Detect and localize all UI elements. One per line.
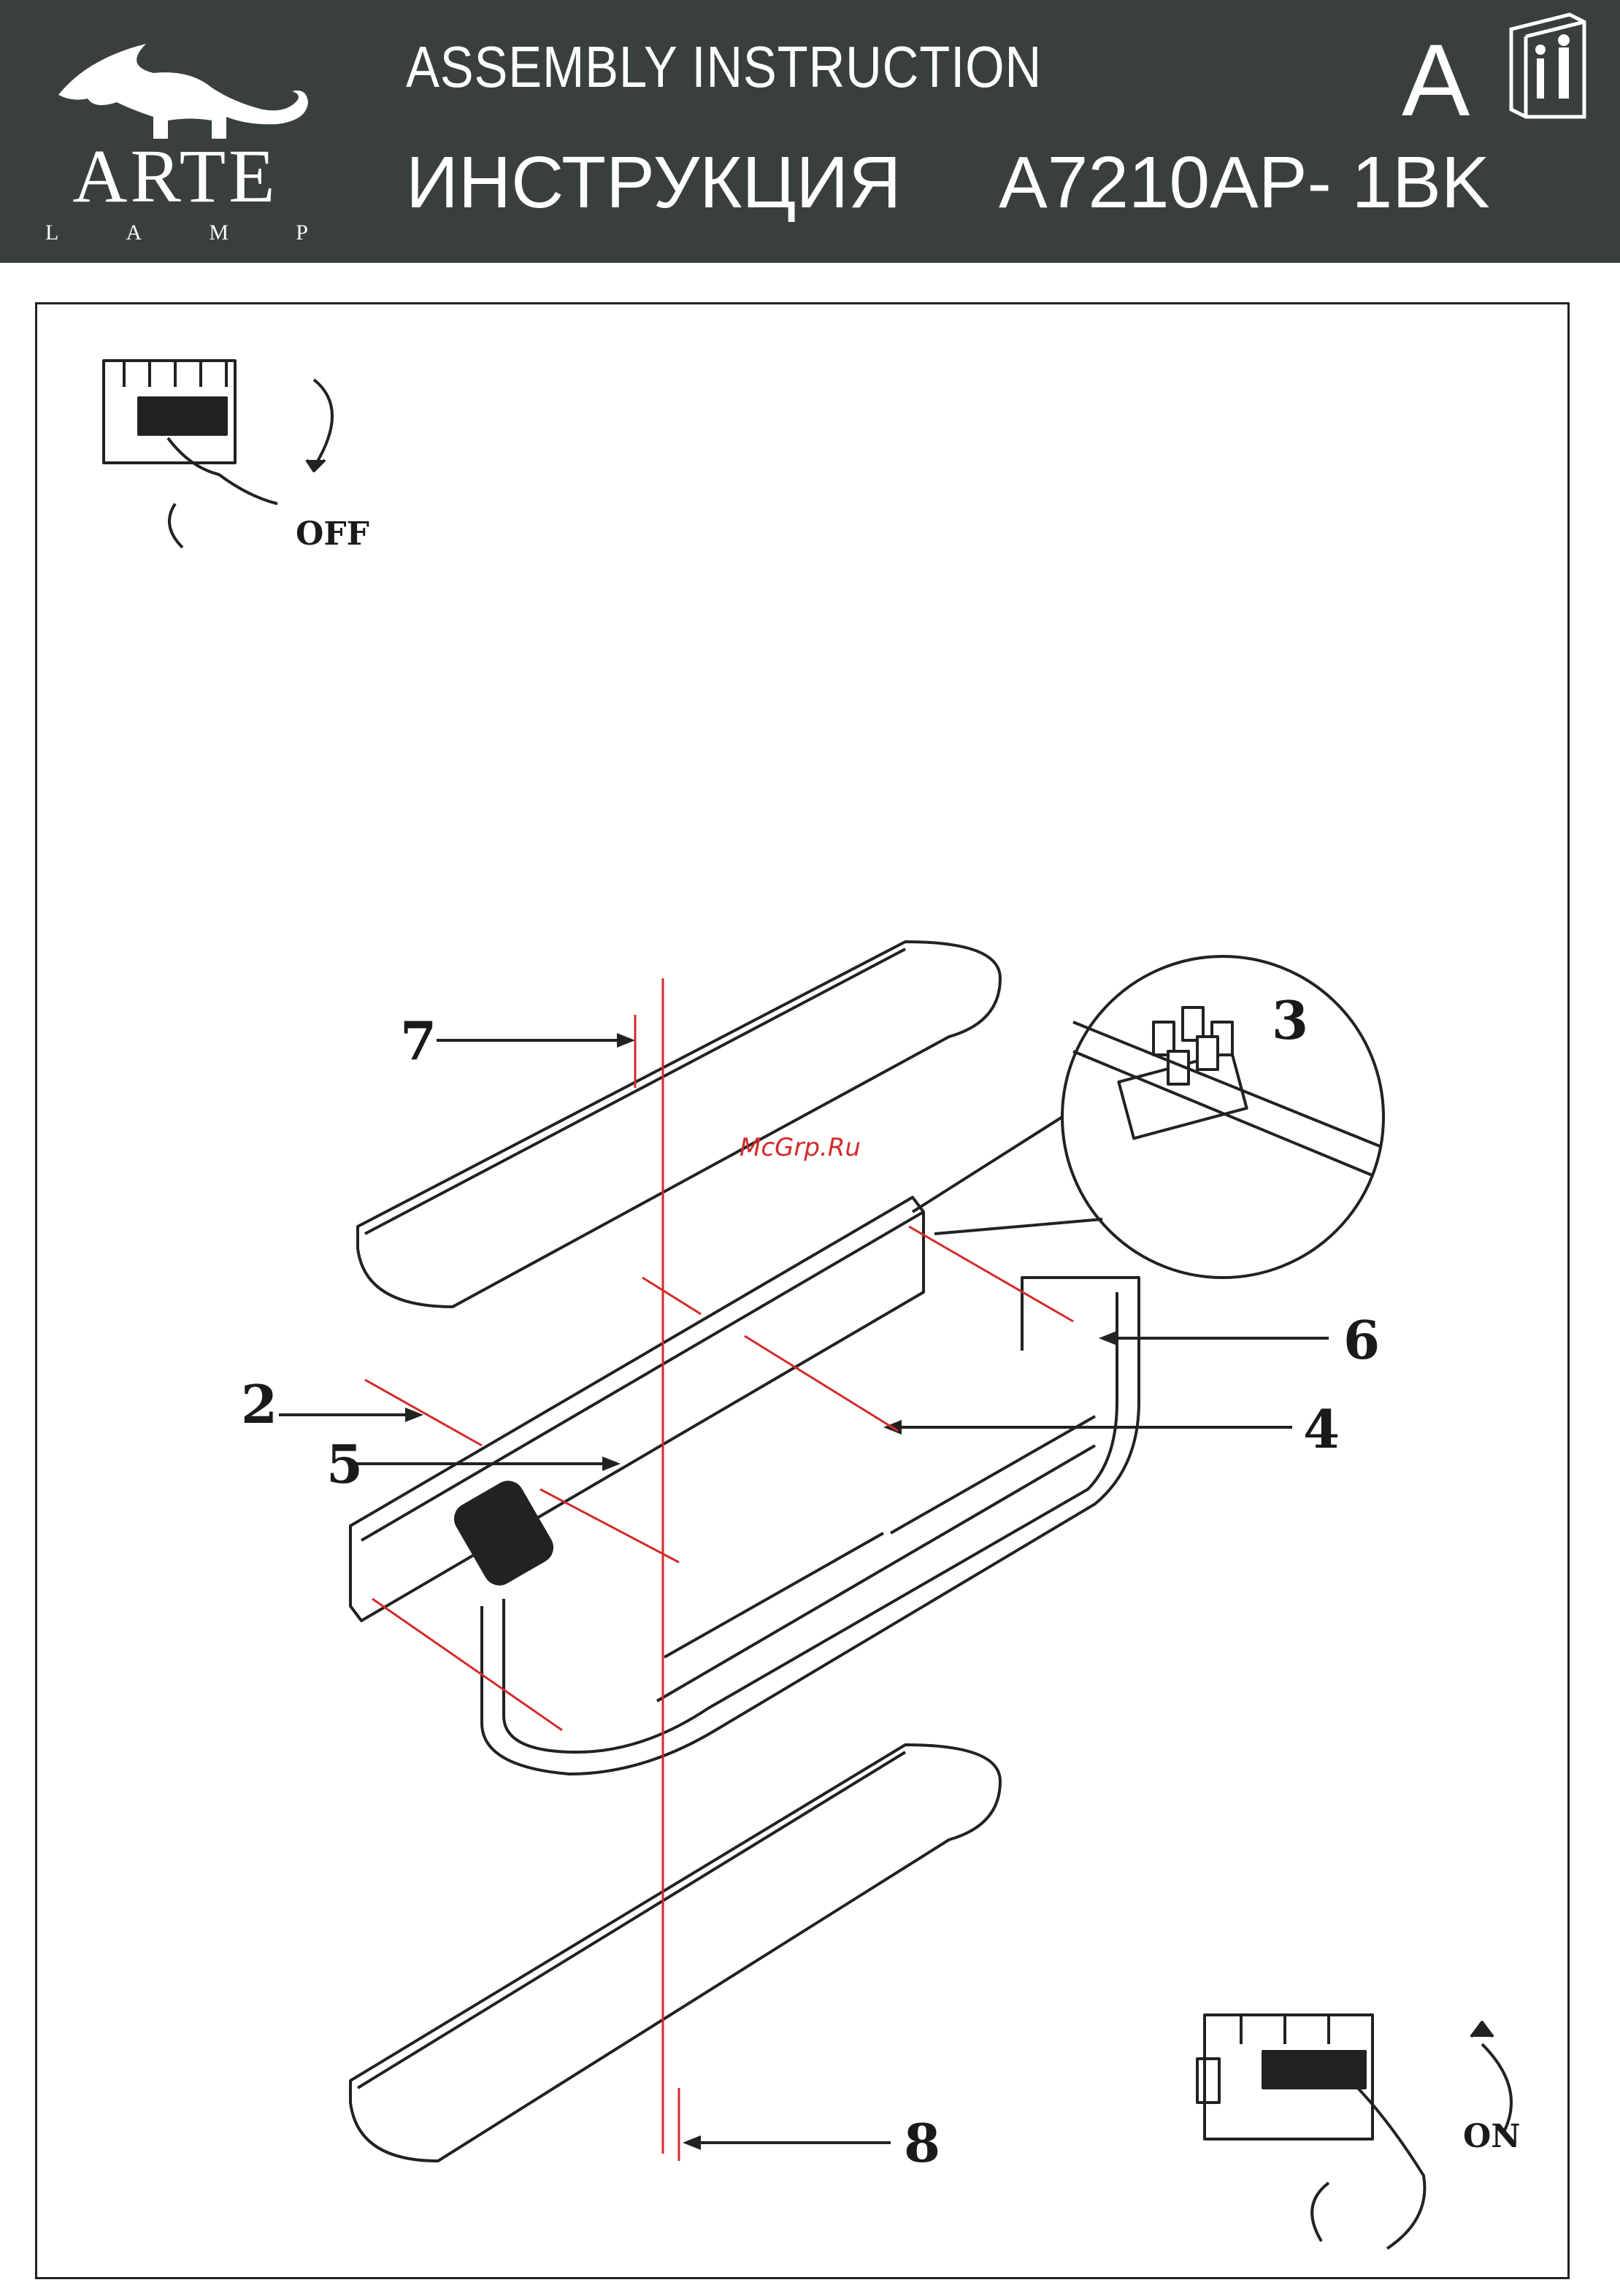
glass-shade-top [358,942,1000,1307]
part-label-2: 2 [241,1378,277,1431]
rotate-arrow-icon [314,380,332,467]
breaker-switch-on-icon [1197,2015,1424,2249]
part-label-6: 6 [1343,1314,1380,1367]
breaker-switch-off-icon [104,361,277,548]
part-label-5: 5 [326,1438,363,1491]
part-label-7: 7 [400,1015,437,1067]
part-label-3: 3 [1272,994,1308,1047]
watermark: McGrp.Ru [740,1133,861,1162]
lamp-frame [482,1278,1139,1774]
part-label-8: 8 [904,2117,940,2170]
lamp-socket [450,1477,558,1589]
glass-shade-bottom [350,1745,1000,2161]
part-label-4: 4 [1303,1403,1340,1456]
terminal-block-detail [1062,956,1383,1278]
switch-off-label: OFF [296,518,369,550]
switch-on-label: ON [1463,2121,1521,2153]
